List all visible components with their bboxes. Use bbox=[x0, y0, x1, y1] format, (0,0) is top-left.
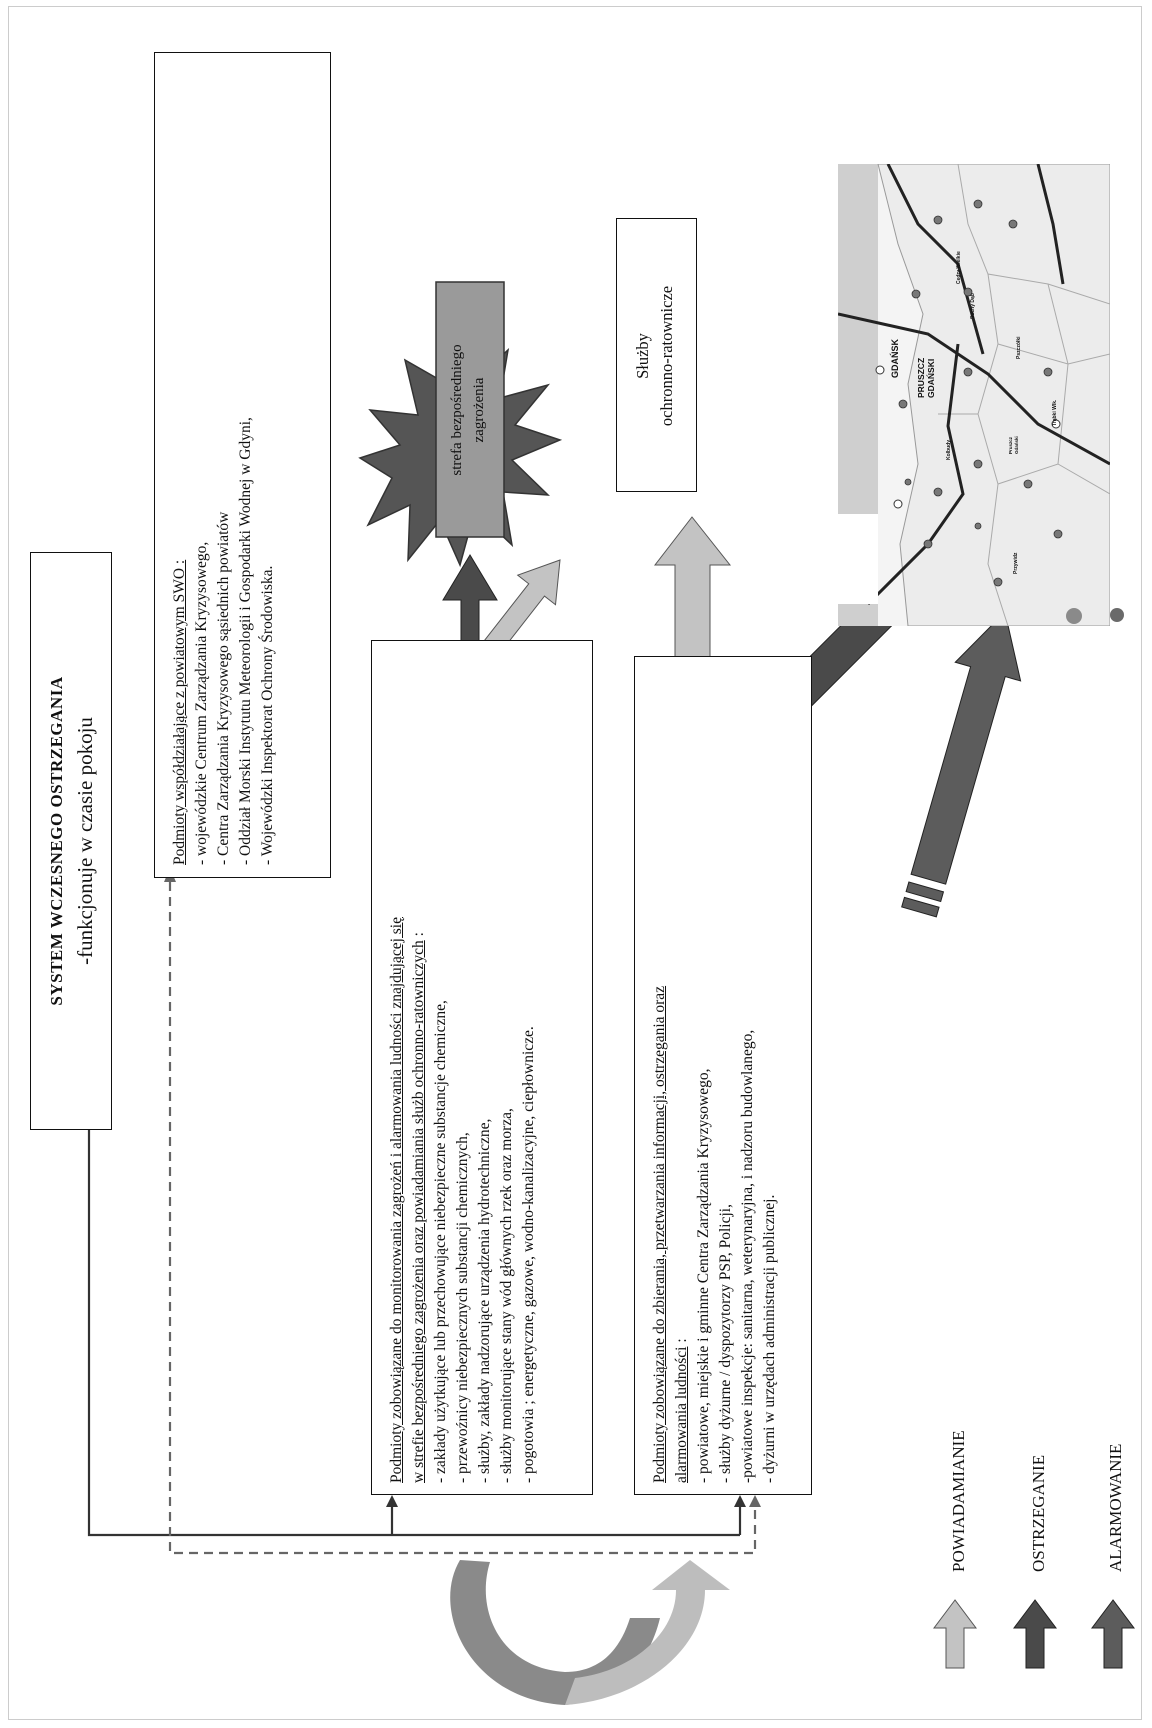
legend-arrow-powiadamianie bbox=[933, 1599, 977, 1669]
arrowhead-monitoring bbox=[386, 1495, 398, 1507]
solid-connectors bbox=[87, 1130, 742, 1537]
cooperating-text: Podmioty współdziałające z powiatowym SW… bbox=[169, 65, 279, 865]
map-boundaries bbox=[938, 164, 1110, 626]
map-label-cedry: Cedry Wielkie bbox=[956, 251, 962, 284]
legend-label-ostrzeganie: OSTRZEGANIE bbox=[1029, 1454, 1048, 1572]
arrowhead-collecting-dashed bbox=[749, 1495, 761, 1507]
collecting-heading-line1: Podmioty zobowiązane do zbierania, przet… bbox=[651, 985, 668, 1483]
map-label-gdansk: GDAŃSK bbox=[890, 338, 900, 378]
map-roads bbox=[838, 164, 1110, 606]
legend-arrow-alarmowanie bbox=[1091, 1599, 1135, 1669]
cooperating-heading: Podmioty współdziałające z powiatowym SW… bbox=[171, 559, 188, 865]
monitoring-item: - przewoźnicy niebezpiecznych substancji… bbox=[454, 1132, 471, 1483]
monitoring-item: - pogotowia ; energetyczne, gazowe, wodn… bbox=[520, 1026, 537, 1483]
cooperating-item: - Wojewódzki Inspektorat Ochrony Środowi… bbox=[259, 565, 276, 865]
danger-zone-label-line1: strefa bezpośredniego bbox=[449, 344, 465, 476]
collecting-box: Podmioty zobowiązane do zbierania, przet… bbox=[634, 656, 812, 1495]
monitoring-item: - służby, zakłady nadzorujące urządzenia… bbox=[476, 1118, 493, 1483]
cooperating-item: - wojewódzkie Centrum Zarządzania Kryzys… bbox=[193, 541, 210, 865]
page-frame bbox=[8, 6, 1142, 1720]
solid-arrowheads bbox=[386, 1495, 746, 1507]
cooperating-item: - Centra Zarządzania Kryzysowego sąsiedn… bbox=[215, 511, 232, 865]
monitoring-box: Podmioty zobowiązane do monitorowania za… bbox=[371, 640, 593, 1495]
map-hollow-markers bbox=[875, 365, 1061, 509]
services-box: Służby ochronno-ratownicze bbox=[616, 218, 697, 492]
district-map: GDAŃSK PRUSZCZ GDAŃSKI Cedry Wielkie Suc… bbox=[838, 164, 1110, 626]
title-line1: SYSTEM WCZESNEGO OSTRZEGANIA bbox=[47, 676, 66, 1006]
alarm-arrow-to-map bbox=[901, 611, 1022, 918]
collecting-item: - dyżurni w urzędach administracji publi… bbox=[761, 1194, 778, 1483]
legend-label-powiadamianie: POWIADAMIANIE bbox=[949, 1430, 968, 1572]
danger-zone-label: strefa bezpośredniego zagrożenia bbox=[446, 292, 490, 528]
title-text: SYSTEM WCZESNEGO OSTRZEGANIA -funkcjonuj… bbox=[43, 563, 99, 1119]
danger-zone-box bbox=[435, 281, 505, 538]
monitoring-text: Podmioty zobowiązane do monitorowania za… bbox=[386, 653, 540, 1483]
legend-arrow-ostrzeganie bbox=[1013, 1599, 1057, 1669]
collecting-text: Podmioty zobowiązane do zbierania, przet… bbox=[649, 668, 781, 1483]
title-box: SYSTEM WCZESNEGO OSTRZEGANIA -funkcjonuj… bbox=[30, 552, 112, 1130]
map-label-pruszcz-gmina: Pruszcz Gdański bbox=[1008, 436, 1019, 454]
map-label-kolbudy: Kolbudy bbox=[946, 440, 952, 460]
map-edge-circle bbox=[1066, 608, 1082, 624]
map-label-pruszcz: PRUSZCZ GDAŃSKI bbox=[916, 357, 936, 398]
cycle-arrow-dark bbox=[450, 1560, 660, 1705]
monitoring-heading-line2: w strefie bezpośredniego zagrożenia oraz… bbox=[410, 940, 427, 1483]
cooperating-item: - Oddział Morski Instytutu Meteorologii … bbox=[237, 417, 254, 865]
district-map-drawing bbox=[838, 164, 1110, 626]
services-line2: ochronno-ratownicze bbox=[657, 285, 676, 427]
map-label-trabki: Trąbki Wlk. bbox=[1052, 399, 1058, 426]
map-inset bbox=[838, 514, 878, 604]
cycle-arrow-light bbox=[565, 1560, 730, 1705]
cycle-arrows bbox=[450, 1560, 730, 1705]
map-label-przywidz: Przywidz bbox=[1013, 552, 1019, 574]
map-label-pszczolki: Pszczółki bbox=[1016, 336, 1022, 359]
title-line2: -funkcjonuje w czasie pokoju bbox=[73, 717, 97, 965]
services-line1: Służby bbox=[633, 333, 652, 379]
danger-zone-label-line2: zagrożenia bbox=[471, 377, 487, 443]
dashed-connector-line bbox=[168, 882, 757, 1555]
dashed-connectors bbox=[168, 882, 757, 1555]
monitoring-heading-line1: Podmioty zobowiązane do monitorowania za… bbox=[388, 917, 405, 1483]
monitoring-heading-tail: : bbox=[410, 932, 427, 941]
map-label-suchy-dab: Suchy Dąb bbox=[970, 293, 976, 319]
monitoring-item: - służby monitorujące stany wód głównych… bbox=[498, 1108, 515, 1483]
collecting-item: -powiatowe inspekcje: sanitarna, weteryn… bbox=[739, 1029, 756, 1483]
solid-connector-line bbox=[87, 1130, 740, 1537]
collecting-heading-tail: : bbox=[673, 1338, 690, 1347]
monitoring-item: - zakłady użytkujące lub przechowujące n… bbox=[432, 1000, 449, 1483]
collecting-item: - powiatowe, miejskie i gminne Centra Za… bbox=[695, 1068, 712, 1483]
collecting-item: - służby dyżurne / dyspozytorzy PSP, Pol… bbox=[717, 1204, 734, 1483]
map-edge-circle bbox=[1110, 608, 1124, 622]
collecting-heading-line2: alarmowania ludności bbox=[673, 1346, 690, 1483]
map-markers bbox=[898, 199, 1063, 587]
map-land bbox=[877, 164, 1110, 626]
services-text: Służby ochronno-ratownicze bbox=[631, 231, 679, 481]
cooperating-box: Podmioty współdziałające z powiatowym SW… bbox=[154, 52, 331, 878]
arrowhead-collecting-solid bbox=[734, 1495, 746, 1507]
legend-label-alarmowanie: ALARMOWANIE bbox=[1106, 1443, 1125, 1572]
